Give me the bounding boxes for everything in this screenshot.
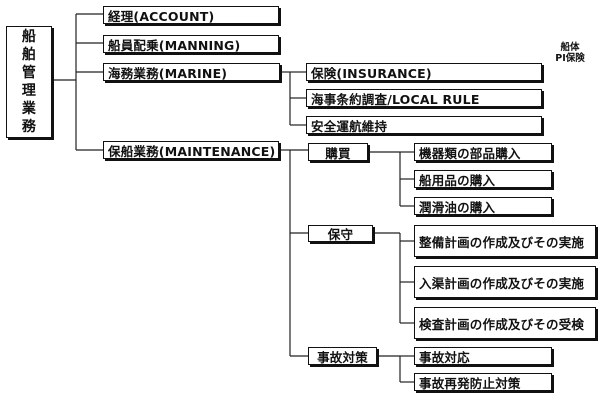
box-insurance: 保険(INSURANCE) [306, 63, 542, 81]
box-marine: 海務業務(MARINE) [103, 63, 280, 81]
root-char: 務 [21, 119, 37, 135]
box-upkeep: 保守 [308, 225, 373, 242]
box-maintenance-plan: 整備計画の作成及びその実施 [414, 225, 596, 257]
root-char: 理 [21, 83, 37, 99]
box-account: 経理(ACCOUNT) [103, 6, 279, 24]
note-line-hull: 船体 [560, 42, 580, 53]
box-ship-supplies: 船用品の購入 [414, 170, 552, 188]
box-inspection-plan: 検査計画の作成及びその受検 [414, 307, 596, 339]
box-machinery-parts: 機器類の部品購入 [414, 143, 552, 161]
root-char: 管 [21, 65, 37, 81]
box-lubricant: 潤滑油の購入 [414, 197, 552, 215]
root-box-ship-management: 船 舶 管 理 業 務 [6, 26, 52, 138]
insurance-note: 船体 PI保険 [542, 42, 598, 64]
box-accident-response: 事故対応 [414, 347, 552, 365]
box-local-rule: 海事条約調査/LOCAL RULE [306, 89, 542, 107]
root-char: 業 [21, 101, 37, 117]
box-maintenance: 保船業務(MAINTENANCE) [103, 141, 279, 159]
box-accident-prevention: 事故再発防止対策 [414, 373, 552, 391]
box-docking-plan: 入渠計画の作成及びその実施 [414, 266, 596, 298]
box-accident: 事故対策 [308, 347, 377, 365]
box-purchase: 購買 [308, 143, 368, 161]
box-safe-operation: 安全運航維持 [306, 116, 542, 134]
box-manning: 船員配乗(MANNING) [103, 35, 279, 53]
root-char: 舶 [21, 47, 37, 63]
note-line-pi: PI保険 [555, 53, 585, 64]
root-char: 船 [21, 29, 37, 45]
